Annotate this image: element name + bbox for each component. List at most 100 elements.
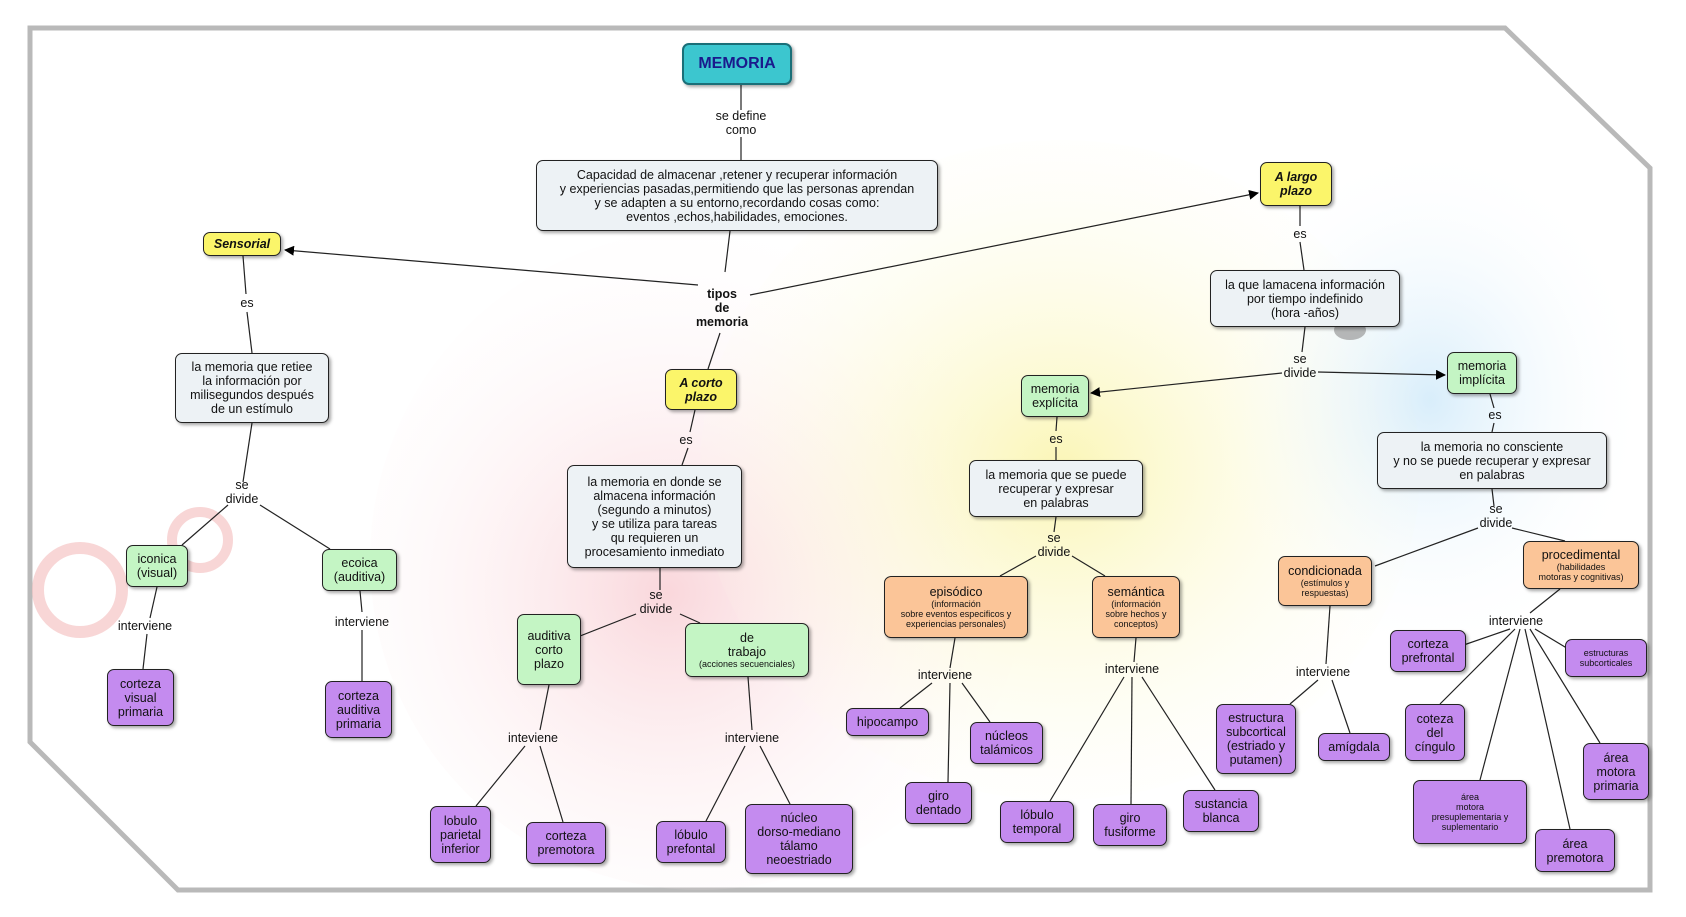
connector-line <box>1049 676 1125 802</box>
connector-line <box>1317 369 1446 380</box>
connector-line <box>1534 628 1571 651</box>
connector-line <box>1331 679 1351 734</box>
connector-line <box>259 504 331 550</box>
connector-line <box>1289 679 1319 705</box>
link-es-explicita: es <box>1049 432 1063 446</box>
connector-line <box>1090 372 1283 398</box>
link-es-implicita: es <box>1488 408 1502 422</box>
link-interviene-semantica: interviene <box>1104 662 1160 676</box>
connector-line <box>681 447 689 466</box>
node-amigdala[interactable]: amígdala <box>1318 733 1390 761</box>
connector-line <box>1141 676 1216 791</box>
connector-line <box>539 684 550 731</box>
link-es-largo: es <box>1293 227 1307 241</box>
connector-line <box>1491 422 1495 433</box>
node-iconica[interactable]: iconica(visual) <box>126 545 188 587</box>
connector-line <box>1524 628 1571 830</box>
connector-line <box>181 504 229 546</box>
node-ecoica[interactable]: ecoica(auditiva) <box>322 549 397 591</box>
connector-line <box>724 230 731 273</box>
connector-line <box>284 245 699 286</box>
connector-line <box>749 189 1259 296</box>
connector-line <box>1491 488 1495 507</box>
connector-line <box>1511 527 1566 542</box>
node-hipocampo[interactable]: hipocampo <box>846 708 929 736</box>
connector-line <box>1055 416 1058 432</box>
connector-line <box>961 682 991 723</box>
link-inteviene-auditiva: inteviene <box>507 731 559 745</box>
connector-line <box>149 586 158 619</box>
connector-line <box>246 311 253 354</box>
connector-line <box>1299 241 1305 271</box>
connector-line <box>689 409 696 433</box>
link-interviene-episodico: interviene <box>917 668 973 682</box>
node-definicion[interactable]: Capacidad de almacenar ,retener y recupe… <box>536 160 938 231</box>
node-sensorial[interactable]: Sensorial <box>203 232 281 256</box>
link-interviene-procedimental: interviene <box>1488 614 1544 628</box>
connector-line <box>947 682 951 783</box>
link-es-sensorial: es <box>240 296 254 310</box>
link-es-corto: es <box>679 433 693 447</box>
gear-decoration <box>32 542 128 638</box>
connector-line <box>1529 628 1601 744</box>
connector-line <box>539 745 564 823</box>
connector-line <box>1374 527 1479 567</box>
connector-line <box>1529 588 1561 614</box>
connector-line <box>579 613 637 637</box>
connector-line <box>999 555 1037 577</box>
connector-line <box>1301 326 1306 353</box>
connector-line <box>747 676 753 731</box>
connector-line <box>1071 555 1106 577</box>
link-interviene-condicionada: interviene <box>1295 665 1351 679</box>
link-interviene-trabajo: interviene <box>724 731 780 745</box>
connector-line <box>1130 676 1133 805</box>
connector-line <box>759 745 791 805</box>
connector-line <box>705 745 746 822</box>
connector-line <box>242 255 247 295</box>
connector-line <box>242 422 253 483</box>
connector-line <box>1133 637 1137 663</box>
connector-line <box>1325 605 1331 665</box>
node-memoria[interactable]: MEMORIA <box>682 43 792 85</box>
connector-line <box>1439 628 1516 705</box>
link-interviene-ecoica: interviene <box>334 615 390 629</box>
